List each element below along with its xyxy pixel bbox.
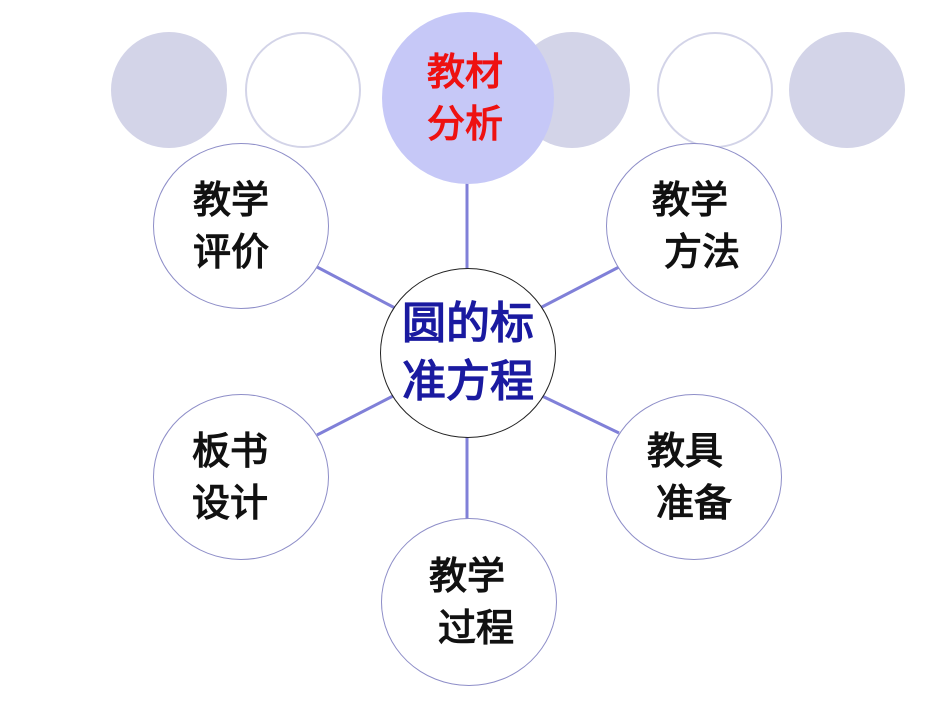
node-lower-right-line2: 准备 xyxy=(655,480,732,525)
node-lower-left-line2: 设计 xyxy=(191,480,268,525)
node-upper-right-line2: 方法 xyxy=(663,229,740,274)
node-upper-left-line1: 教学 xyxy=(192,177,269,222)
decorative-circle-2 xyxy=(245,32,361,148)
node-upper-left-line2: 评价 xyxy=(192,229,269,274)
node-teaching-evaluation: 教学 评价 xyxy=(153,143,329,309)
node-top-line2: 分析 xyxy=(426,101,503,146)
center-line1: 圆的标 xyxy=(402,298,534,349)
center-line2: 准方程 xyxy=(402,356,534,407)
link-lower-left xyxy=(316,393,396,437)
node-upper-right-line1: 教学 xyxy=(651,177,728,222)
node-blackboard-design: 板书 设计 xyxy=(153,394,329,560)
node-teaching-process: 教学 过程 xyxy=(381,518,557,686)
node-circle-standard-equation: 圆的标 准方程 xyxy=(380,268,556,438)
node-teaching-material-analysis: 教材 分析 xyxy=(382,12,554,184)
node-teaching-aids-preparation: 教具 准备 xyxy=(606,394,782,560)
node-bottom-line2: 过程 xyxy=(437,605,514,650)
link-upper-right xyxy=(539,265,620,310)
link-upper-left xyxy=(316,265,396,310)
decorative-circle-1 xyxy=(111,32,227,148)
node-teaching-method: 教学 方法 xyxy=(606,143,782,309)
decorative-circle-5 xyxy=(789,32,905,148)
node-lower-left-line1: 板书 xyxy=(191,428,268,473)
link-lower-right xyxy=(539,393,620,435)
decorative-circle-4 xyxy=(657,32,773,148)
node-top-line1: 教材 xyxy=(426,49,503,94)
node-lower-right-line1: 教具 xyxy=(646,428,723,473)
node-bottom-line1: 教学 xyxy=(428,553,505,598)
